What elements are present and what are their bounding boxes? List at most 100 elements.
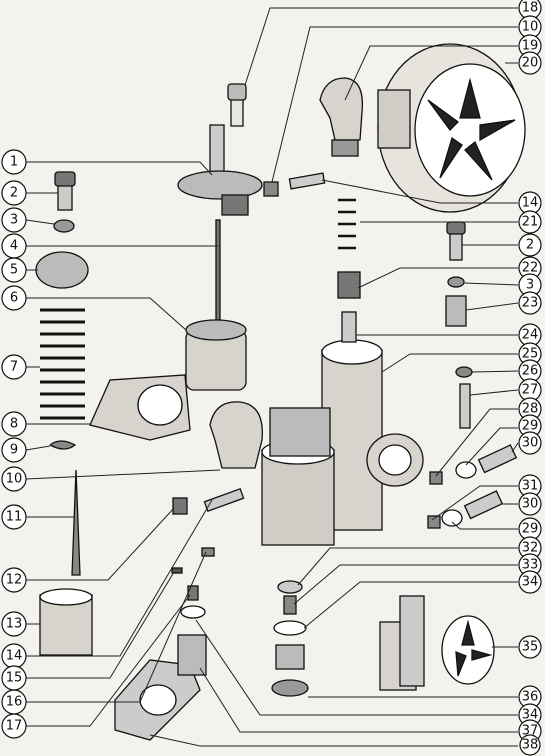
svg-text:31: 31 bbox=[522, 479, 539, 494]
leader-3-right bbox=[463, 282, 519, 286]
svg-text:15: 15 bbox=[6, 671, 23, 686]
svg-text:32: 32 bbox=[522, 541, 539, 556]
callout-24: 24 bbox=[518, 323, 542, 347]
svg-text:34: 34 bbox=[522, 575, 539, 590]
leader-34-b bbox=[195, 619, 518, 716]
svg-text:22: 22 bbox=[522, 261, 539, 276]
svg-text:35: 35 bbox=[522, 640, 539, 655]
callout-30-b: 30 bbox=[518, 492, 542, 516]
callout-28: 28 bbox=[518, 397, 542, 421]
callout-11: 11 bbox=[1, 504, 27, 530]
leader-16 bbox=[26, 551, 207, 703]
svg-text:29: 29 bbox=[522, 419, 539, 434]
leader-38 bbox=[149, 734, 518, 747]
callout-32: 32 bbox=[518, 536, 542, 560]
callout-29-b: 29 bbox=[518, 517, 542, 541]
leader-32 bbox=[297, 547, 518, 586]
callout-30-a: 30 bbox=[518, 431, 542, 455]
svg-text:2: 2 bbox=[526, 238, 534, 253]
svg-text:10: 10 bbox=[522, 20, 539, 35]
callout-34-b: 34 bbox=[518, 703, 542, 727]
svg-text:1: 1 bbox=[10, 155, 18, 170]
leader-23 bbox=[465, 302, 519, 311]
svg-text:27: 27 bbox=[522, 383, 539, 398]
svg-text:34: 34 bbox=[522, 708, 539, 723]
svg-text:13: 13 bbox=[6, 617, 23, 632]
callout-19: 19 bbox=[518, 34, 542, 58]
callout-38: 38 bbox=[519, 734, 541, 756]
leader-10-top bbox=[271, 26, 518, 183]
leader-22 bbox=[357, 267, 518, 289]
callout-10-top: 10 bbox=[518, 15, 542, 39]
callout-17: 17 bbox=[1, 713, 27, 739]
callout-8: 8 bbox=[1, 411, 27, 437]
callout-29-a: 29 bbox=[518, 414, 542, 438]
svg-text:19: 19 bbox=[522, 39, 539, 54]
callout-34-a: 34 bbox=[518, 570, 542, 594]
svg-text:11: 11 bbox=[6, 510, 23, 525]
callout-21: 21 bbox=[518, 210, 542, 234]
leader-19 bbox=[344, 45, 518, 101]
leader-3-left bbox=[25, 219, 55, 225]
leader-12 bbox=[26, 507, 175, 581]
svg-text:17: 17 bbox=[6, 719, 23, 734]
svg-text:14: 14 bbox=[6, 649, 23, 664]
svg-text:28: 28 bbox=[522, 402, 539, 417]
leader-14-left bbox=[26, 499, 213, 657]
svg-text:8: 8 bbox=[10, 417, 18, 432]
callout-6: 6 bbox=[1, 285, 27, 311]
svg-text:10: 10 bbox=[6, 472, 23, 487]
callout-3-left: 3 bbox=[1, 207, 27, 233]
leader-37 bbox=[199, 667, 518, 733]
callout-16: 16 bbox=[1, 689, 27, 715]
svg-text:16: 16 bbox=[6, 695, 23, 710]
leader-14-right bbox=[321, 179, 518, 204]
svg-text:21: 21 bbox=[522, 215, 539, 230]
callout-20: 20 bbox=[518, 51, 542, 75]
leader-18-top bbox=[244, 7, 518, 86]
callout-12: 12 bbox=[1, 567, 27, 593]
leader-28 bbox=[435, 408, 518, 477]
leader-31 bbox=[431, 485, 518, 521]
leader-lines bbox=[25, 7, 519, 747]
callout-27: 27 bbox=[518, 378, 542, 402]
svg-text:29: 29 bbox=[522, 522, 539, 537]
svg-text:20: 20 bbox=[522, 56, 539, 71]
callout-4: 4 bbox=[1, 233, 27, 259]
svg-text:38: 38 bbox=[522, 738, 539, 753]
callout-22: 22 bbox=[518, 256, 542, 280]
svg-text:12: 12 bbox=[6, 573, 23, 588]
svg-text:36: 36 bbox=[522, 690, 539, 705]
callout-18-top: 18 bbox=[518, 0, 542, 20]
svg-text:26: 26 bbox=[522, 364, 539, 379]
callout-15: 15 bbox=[1, 665, 27, 691]
callout-2-right: 2 bbox=[518, 233, 542, 257]
leader-33 bbox=[293, 564, 518, 605]
svg-text:33: 33 bbox=[522, 558, 539, 573]
svg-text:37: 37 bbox=[522, 724, 539, 739]
callout-23: 23 bbox=[518, 291, 542, 315]
callout-2-left: 2 bbox=[1, 180, 27, 206]
svg-text:7: 7 bbox=[10, 360, 18, 375]
svg-text:4: 4 bbox=[10, 239, 18, 254]
callout-13: 13 bbox=[1, 611, 27, 637]
callout-14-left: 14 bbox=[1, 643, 27, 669]
callout-1: 1 bbox=[1, 149, 27, 175]
svg-text:30: 30 bbox=[522, 497, 539, 512]
callout-35: 35 bbox=[518, 635, 542, 659]
svg-text:18: 18 bbox=[522, 1, 539, 16]
leader-29-a bbox=[465, 427, 518, 466]
svg-text:23: 23 bbox=[522, 296, 539, 311]
leader-15 bbox=[26, 571, 175, 679]
leader-26 bbox=[471, 370, 519, 373]
leader-9 bbox=[25, 445, 51, 451]
svg-text:24: 24 bbox=[522, 328, 539, 343]
svg-text:5: 5 bbox=[10, 263, 18, 278]
svg-text:14: 14 bbox=[522, 196, 539, 211]
part-drawings bbox=[35, 43, 526, 741]
leader-25 bbox=[381, 353, 518, 373]
svg-text:30: 30 bbox=[522, 436, 539, 451]
